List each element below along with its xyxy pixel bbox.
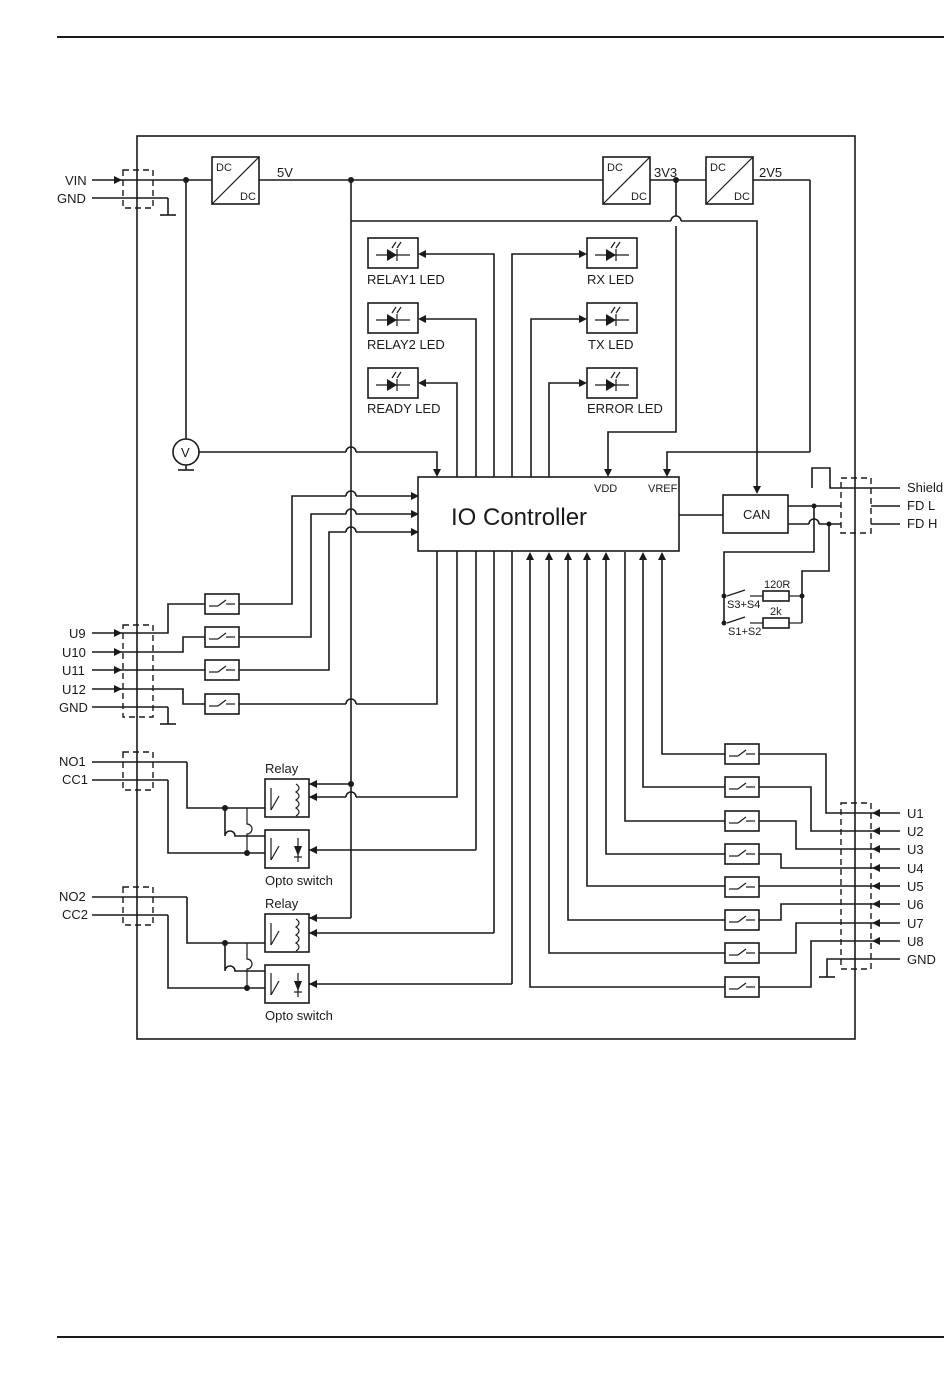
gnd-top-label: GND [57,191,86,206]
relay2-led: RELAY2 LED [367,303,445,352]
gnd-left-label: GND [59,700,88,715]
u7-label: U7 [907,916,924,931]
vin-label: VIN [65,173,87,188]
opto-switch-1: Opto switch [265,830,333,888]
svg-text:DC: DC [631,191,647,203]
ready-led: READY LED [367,368,440,416]
no1-label: NO1 [59,754,86,769]
svg-text:Relay: Relay [265,761,299,776]
opto-switch-2: Opto switch [265,965,333,1023]
inputs-left [92,491,437,724]
u12-label: U12 [62,682,86,697]
u3-label: U3 [907,842,924,857]
voltmeter: V [173,439,199,470]
svg-text:TX LED: TX LED [588,337,634,352]
io-controller: IO Controller VDD VREF [418,477,679,551]
svg-text:Relay: Relay [265,896,299,911]
vref-label: VREF [648,483,678,495]
u8-label: U8 [907,934,924,949]
relay1-led: RELAY1 LED [367,238,445,287]
label-3v3: 3V3 [654,165,677,180]
label-5v: 5V [277,165,293,180]
relay-2: Relay [265,896,309,952]
svg-text:Opto switch: Opto switch [265,873,333,888]
no2-label: NO2 [59,889,86,904]
svg-text:ERROR LED: ERROR LED [587,401,663,416]
can-block: CAN [723,495,788,533]
svg-text:DC: DC [216,162,232,174]
u6-label: U6 [907,897,924,912]
svg-text:DC: DC [710,162,726,174]
svg-text:V: V [181,445,190,460]
svg-text:CAN: CAN [743,507,770,522]
r2k-label: 2k [770,606,782,618]
gnd-right-label: GND [907,952,936,967]
svg-text:DC: DC [240,191,256,203]
shield-label: Shield [907,480,943,495]
rx-led: RX LED [587,238,637,287]
s34-label: S3+S4 [727,599,760,611]
svg-text:DC: DC [607,162,623,174]
svg-text:READY LED: READY LED [367,401,440,416]
u9-label: U9 [69,626,86,641]
u10-label: U10 [62,645,86,660]
s12-label: S1+S2 [728,626,761,638]
vdd-label: VDD [594,483,617,495]
relay-1: Relay [265,761,309,817]
inputs-right [526,552,900,997]
io-controller-label: IO Controller [451,504,587,531]
svg-text:Opto switch: Opto switch [265,1008,333,1023]
u5-label: U5 [907,879,924,894]
u1-label: U1 [907,806,924,821]
dcdc-3v3: DC DC [603,157,650,204]
error-led: ERROR LED [587,368,663,416]
cc2-label: CC2 [62,907,88,922]
svg-text:RX LED: RX LED [587,272,634,287]
dcdc-5v: DC DC [212,157,259,204]
fdh-label: FD H [907,516,937,531]
tx-led: TX LED [587,303,637,352]
svg-text:RELAY2 LED: RELAY2 LED [367,337,445,352]
cc1-label: CC1 [62,772,88,787]
u4-label: U4 [907,861,924,876]
r120-label: 120R [764,579,790,591]
label-2v5: 2V5 [759,165,782,180]
fdl-label: FD L [907,498,935,513]
dcdc-2v5: DC DC [706,157,753,204]
u11-label: U11 [62,663,85,678]
svg-text:DC: DC [734,191,750,203]
u2-label: U2 [907,824,924,839]
svg-text:RELAY1 LED: RELAY1 LED [367,272,445,287]
